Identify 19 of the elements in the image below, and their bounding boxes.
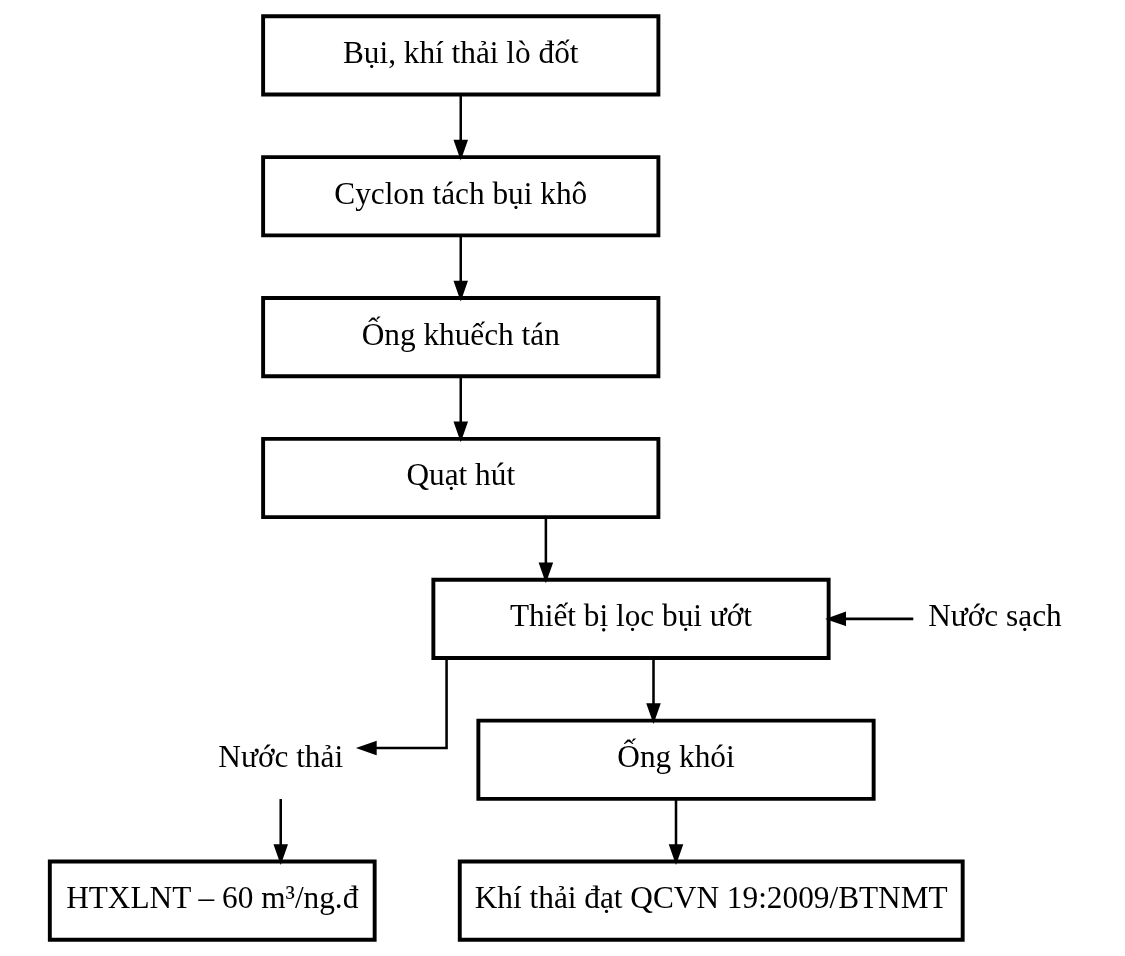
node-box: HTXLNT – 60 m³/ng.đ [47, 859, 377, 942]
node-box: Ống khuếch tán [260, 296, 660, 379]
arrow [645, 658, 661, 725]
arrow [824, 611, 913, 627]
arrow [453, 376, 468, 443]
arrow [355, 658, 448, 756]
arrow [538, 517, 553, 584]
arrow [668, 799, 683, 865]
arrow [272, 799, 288, 865]
arrow [453, 235, 468, 302]
node-box: Khí thải đạt QCVN 19:2009/BTNMT [457, 859, 965, 942]
arrow [453, 94, 468, 161]
node-box: Bụi, khí thải lò đốt [260, 14, 660, 97]
node-box: Thiết bị lọc bụi ướt [430, 577, 831, 660]
node-box: Cyclon tách bụi khô [260, 155, 660, 238]
node-box: Ống khói [475, 718, 876, 801]
node-text: Nước sạch [927, 598, 1062, 634]
node-text: Nước thải [217, 739, 343, 775]
node-box: Quạt hút [260, 436, 660, 520]
